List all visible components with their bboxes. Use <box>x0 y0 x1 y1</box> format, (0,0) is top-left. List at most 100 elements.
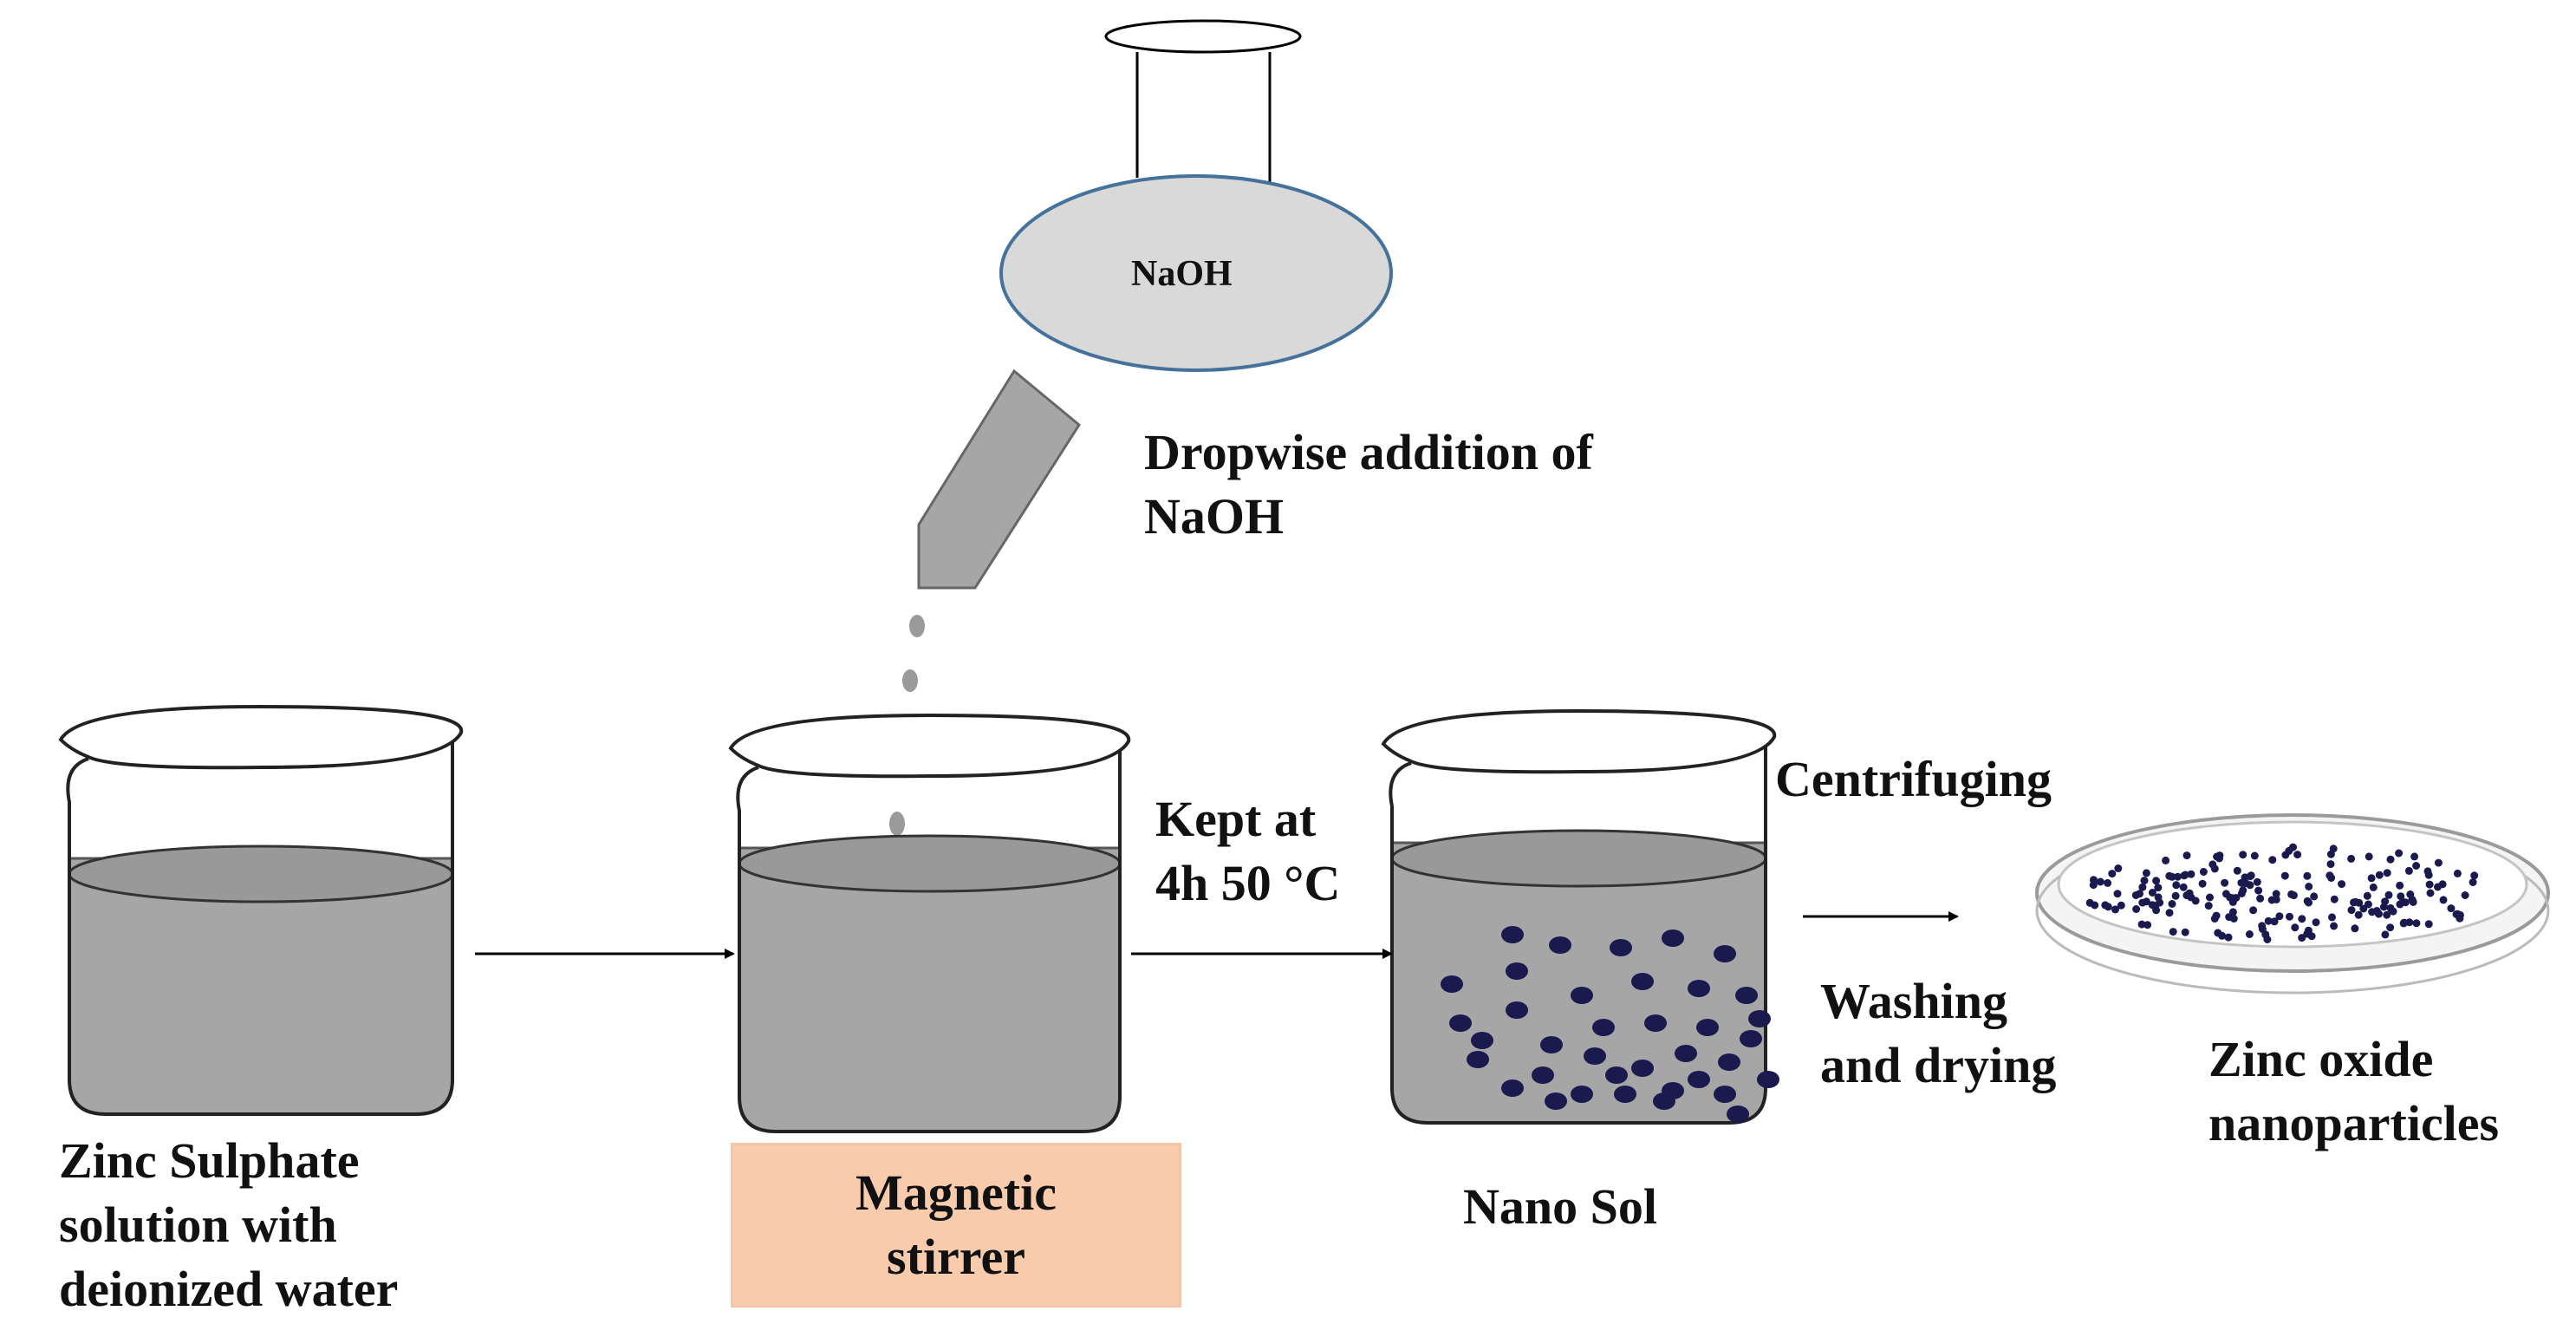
particle <box>1675 1045 1697 1062</box>
particle <box>1441 975 1463 993</box>
nanoparticle-dot <box>2111 905 2119 914</box>
nanoparticle-dot <box>2182 891 2191 900</box>
nanoparticle-dot <box>2369 883 2378 891</box>
nanoparticle-dot <box>2168 900 2176 908</box>
nanoparticle-dot <box>2326 860 2335 869</box>
zinc-sulphate-line-3: deionized water <box>59 1261 399 1318</box>
nanoparticle-dot <box>2372 907 2381 915</box>
petri-dish-icon <box>2035 813 2550 995</box>
nanoparticle-dot <box>2213 852 2221 861</box>
nanoparticle-dot <box>2228 894 2237 903</box>
liquid-surface <box>738 834 1122 893</box>
particle <box>1449 1014 1472 1032</box>
nanoparticle-dot <box>2338 880 2346 889</box>
nanoparticle-dot <box>2136 890 2143 898</box>
nanoparticle-dot <box>2434 858 2443 867</box>
particle <box>1545 1092 1567 1110</box>
dropper-icon <box>917 368 1081 590</box>
beaker-glass <box>736 741 1122 1133</box>
zinc-sulphate-label: Zinc Sulphate solution with deionized wa… <box>59 1129 398 1322</box>
kept-at-line-2: 4h 50 °C <box>1155 855 1341 912</box>
particle <box>1506 1001 1528 1019</box>
nanoparticle-dot <box>2224 933 2233 942</box>
particle <box>1727 1105 1749 1123</box>
particle <box>1714 945 1736 962</box>
nanoparticle-dot <box>2239 886 2247 895</box>
nanoparticle-dot <box>2275 912 2284 921</box>
nanoparticle-dot <box>2289 843 2297 851</box>
nanoparticle-dot <box>2386 855 2395 864</box>
particle <box>1757 1071 1779 1088</box>
particle <box>1740 1030 1762 1047</box>
beaker-zinc-sulphate <box>58 704 464 1116</box>
nanoparticle-dot <box>2424 871 2433 879</box>
nanoparticle-dot <box>2169 928 2177 936</box>
nanoparticle-dot <box>2383 869 2391 877</box>
nanoparticle-dot <box>2412 919 2421 928</box>
nanoparticle-dot <box>2293 851 2302 859</box>
particle <box>1610 939 1632 956</box>
nanoparticle-dot <box>2289 891 2298 900</box>
liquid-surface <box>68 845 454 903</box>
nanoparticle-dot <box>2270 917 2279 926</box>
nanoparticle-dot <box>2143 921 2152 929</box>
washing-drying-label: Washing and drying <box>1820 969 2056 1098</box>
nanoparticle-dot <box>2272 890 2280 898</box>
nanoparticle-dot <box>2400 918 2409 927</box>
naoh-flask-label: NaOH <box>1131 254 1233 294</box>
nanoparticle-dot <box>2354 910 2363 919</box>
particle <box>1714 1086 1736 1103</box>
nanoparticle-dot <box>2389 907 2397 916</box>
nanoparticle-dot <box>2104 903 2112 911</box>
nanoparticle-dot <box>2182 851 2191 860</box>
washing-drying-line-1: Washing <box>1820 973 2007 1029</box>
nanoparticle-dot <box>2305 883 2313 890</box>
flask-body <box>999 174 1393 372</box>
particle <box>1549 936 1571 954</box>
nanoparticle-dot <box>2154 893 2163 902</box>
nanoparticle-dot <box>2165 909 2174 917</box>
particle <box>1644 1014 1667 1032</box>
nanoparticle-dot <box>2233 866 2241 875</box>
nanoparticle-dot <box>2214 929 2222 937</box>
particle <box>1662 929 1684 947</box>
nanoparticle-dot <box>2210 864 2219 873</box>
nanoparticle-dot <box>2383 910 2391 919</box>
nanoparticle-dot <box>2108 870 2117 878</box>
magnetic-stirrer-line-2: stirrer <box>887 1229 1025 1285</box>
nanoparticle-dot <box>2351 924 2359 933</box>
nano-sol-label: Nano Sol <box>1463 1178 1658 1235</box>
particle <box>1614 1086 1636 1103</box>
particle <box>1467 1051 1489 1068</box>
particle <box>1748 1010 1771 1027</box>
nanoparticle-dot <box>2206 893 2214 902</box>
nanoparticle-dot <box>2249 906 2258 915</box>
nanoparticle-dot <box>2298 934 2306 942</box>
nanoparticle-dot <box>2453 910 2462 918</box>
drop <box>902 669 918 692</box>
particle <box>1735 987 1758 1004</box>
kept-at-line-1: Kept at <box>1155 791 1317 847</box>
nanoparticle-dot <box>2132 905 2141 913</box>
nanoparticle-dot <box>2438 880 2447 889</box>
nanoparticle-dot <box>2280 871 2289 880</box>
particle <box>1631 1060 1654 1077</box>
nanoparticle-dot <box>2298 915 2306 923</box>
nanoparticle-dot <box>2330 895 2339 903</box>
nanoparticle-dot <box>2171 891 2180 900</box>
nanoparticle-dot <box>2181 928 2189 936</box>
nanoparticle-dot <box>2137 920 2146 929</box>
nanoparticle-dot <box>2404 866 2413 875</box>
nanoparticle-dot <box>2347 906 2356 915</box>
nanoparticle-dot <box>2363 891 2371 900</box>
magnetic-stirrer-line-1: Magnetic <box>855 1164 1057 1221</box>
particle <box>1501 1079 1524 1097</box>
drop <box>889 812 905 836</box>
beaker-glass <box>66 733 454 1116</box>
nanoparticle-dot <box>2179 883 2188 891</box>
nanoparticle-dot <box>2412 862 2421 870</box>
nanoparticle-dot <box>2210 915 2219 923</box>
nanoparticle-dot <box>2104 878 2112 887</box>
nanoparticle-dot <box>2142 897 2150 906</box>
nanoparticle-dot <box>2381 897 2390 906</box>
